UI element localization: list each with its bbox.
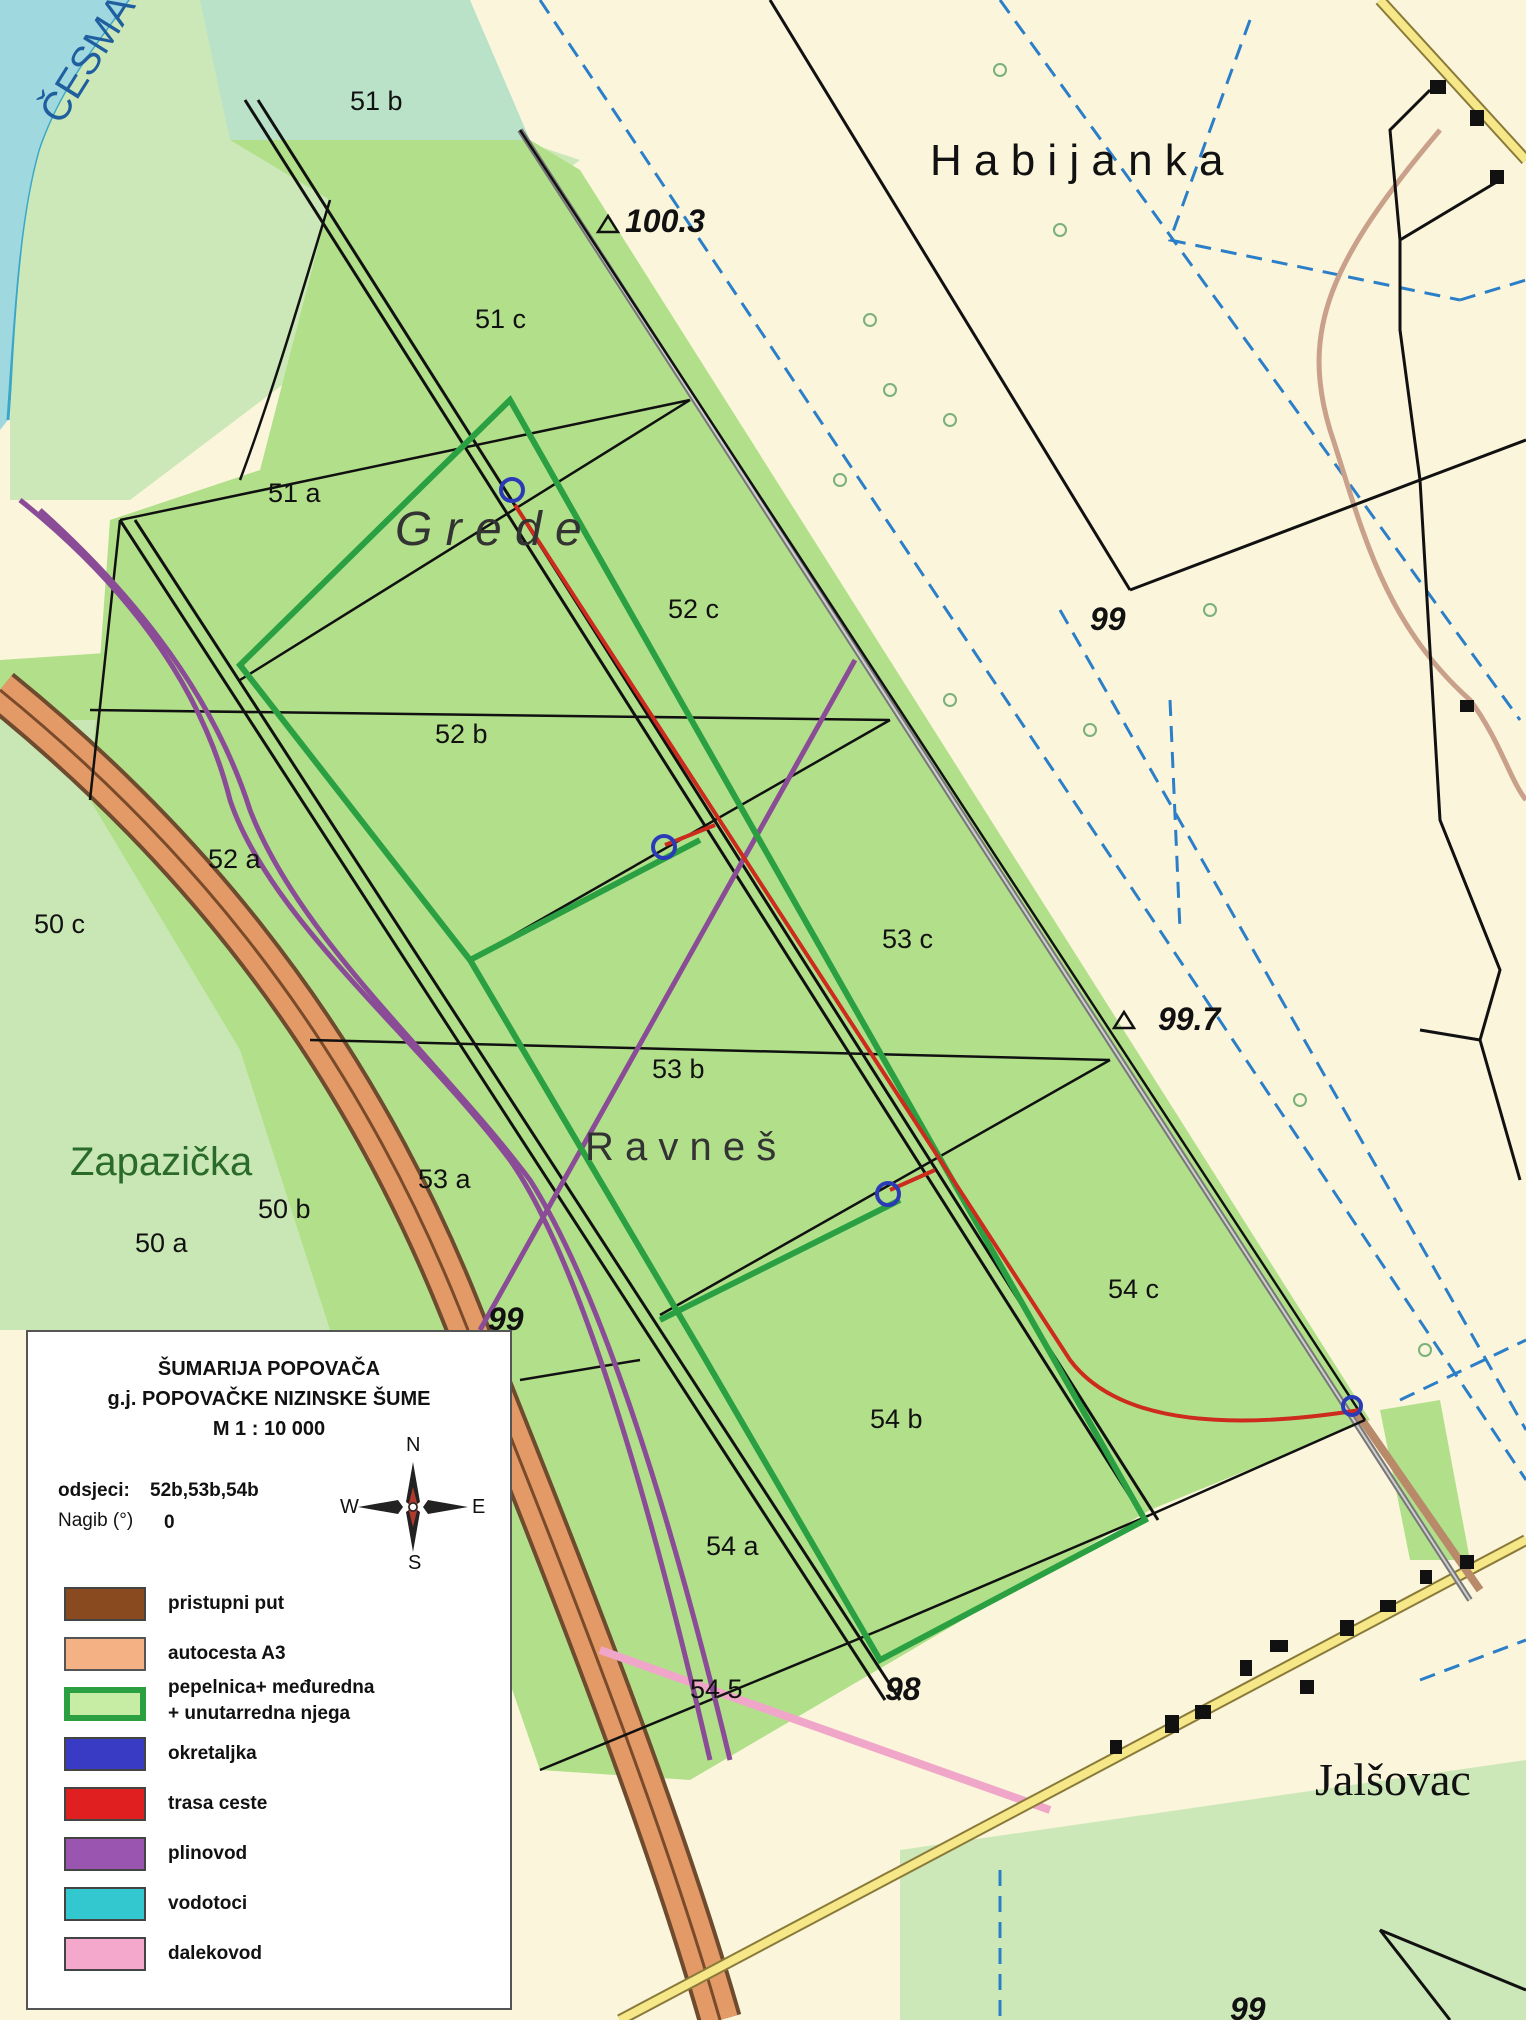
meadow-south (900, 1760, 1526, 2020)
road-ne-fill (1377, 0, 1526, 163)
place-habijanka: H a b i j a n k a (930, 136, 1224, 185)
elevation-99-a: 99 (1090, 601, 1126, 637)
treatment-divider-2 (658, 1197, 902, 1323)
power-line (598, 1646, 1052, 1814)
stand-53a: 53 a (418, 1164, 472, 1194)
elevation-100-3: 100.3 (625, 203, 705, 239)
orchard-marks (833, 63, 1432, 1357)
access-path (1351, 1407, 1484, 1593)
legend-swatch-0 (64, 1587, 146, 1621)
legend-swatch-1 (64, 1637, 146, 1671)
place-jalsovac: Jalšovac (1315, 1754, 1471, 1805)
highway-a3-center (0, 688, 722, 2020)
legend-swatch-6 (64, 1887, 146, 1921)
legend-swatch-4 (64, 1787, 146, 1821)
compass-star-icon (358, 1462, 468, 1552)
stand-54a: 54 a (706, 1531, 760, 1561)
legend-scale: M 1 : 10 000 (212, 1418, 326, 1440)
elevation-98: 98 (885, 1671, 921, 1707)
place-ravnes: R a v n e š (585, 1125, 776, 1169)
field-boundaries (768, 0, 1526, 2020)
village-houses (1110, 80, 1504, 1754)
legend-label-2-line2: + unutarredna njega (168, 1703, 351, 1724)
map-legend: ŠUMARIJA POPOVAČA g.j. POPOVAČKE NIZINSK… (26, 1330, 512, 2010)
compass-south: S (408, 1552, 422, 1574)
elevation-99-c: 99 (1230, 1991, 1266, 2020)
compass-east: E (472, 1496, 486, 1518)
legend-swatch-3 (64, 1737, 146, 1771)
stand-51b: 51 b (350, 86, 403, 116)
legend-swatch-5 (64, 1837, 146, 1871)
dashed-boundaries (538, 0, 1526, 2020)
legend-slope-value: 0 (164, 1512, 175, 1533)
turnarounds (499, 477, 1363, 1417)
railway-inner (519, 129, 1471, 1601)
green-patch-se (1380, 1400, 1470, 1560)
legend-slope-label: Nagib (°) (58, 1510, 134, 1531)
stand-50a: 50 a (135, 1228, 189, 1258)
stand-53b: 53 b (652, 1054, 705, 1084)
legend-label-4: trasa ceste (168, 1793, 268, 1814)
trail (1316, 128, 1526, 802)
legend-label-6: vodotoci (168, 1893, 248, 1914)
legend-label-5: plinovod (168, 1843, 248, 1864)
stand-52c: 52 c (668, 594, 719, 624)
gas-pipelines (18, 498, 858, 1761)
legend-label-7: dalekovod (168, 1943, 262, 1964)
place-grede: G r e d e (395, 503, 582, 556)
place-zapazicka: Zapazička (70, 1140, 253, 1184)
elevation-99-7: 99.7 (1158, 1001, 1222, 1037)
stand-52b: 52 b (435, 719, 488, 749)
stand-50b: 50 b (258, 1194, 311, 1224)
stand-53c: 53 c (882, 924, 933, 954)
legend-sections-label: odsjeci: (58, 1480, 130, 1501)
legend-label-2: pepelnica+ međuredna (168, 1677, 375, 1698)
legend-swatch-7 (64, 1937, 146, 1971)
stand-50c: 50 c (34, 909, 85, 939)
stand-51c: 51 c (475, 304, 526, 334)
compass-north: N (406, 1434, 421, 1456)
legend-label-1: autocesta A3 (168, 1643, 286, 1664)
forest-north-wedge (230, 140, 680, 470)
legend-title-line1: ŠUMARIJA POPOVAČA (157, 1358, 381, 1380)
legend-label-3: okretaljka (168, 1743, 257, 1764)
stand-54c: 54 c (1108, 1274, 1159, 1304)
compass-west: W (340, 1496, 359, 1518)
legend-label-0: pristupni put (168, 1593, 285, 1614)
forest-roads (118, 99, 1160, 1701)
stand-52a: 52 a (208, 844, 262, 874)
legend-sections-value: 52b,53b,54b (150, 1480, 259, 1501)
legend-swatch-2 (64, 1687, 146, 1721)
stand-54b: 54 b (870, 1404, 923, 1434)
stand-51a: 51 a (268, 478, 322, 508)
stand-545: 54 5 (690, 1674, 743, 1704)
legend-title-line2: g.j. POPOVAČKE NIZINSKE ŠUME (107, 1388, 431, 1410)
treatment-divider-1 (468, 837, 702, 963)
compass-rose: N S E W (338, 1434, 488, 1574)
river-area (0, 0, 130, 430)
survey-points (595, 213, 1137, 1030)
local-road-fill (618, 1536, 1526, 2020)
